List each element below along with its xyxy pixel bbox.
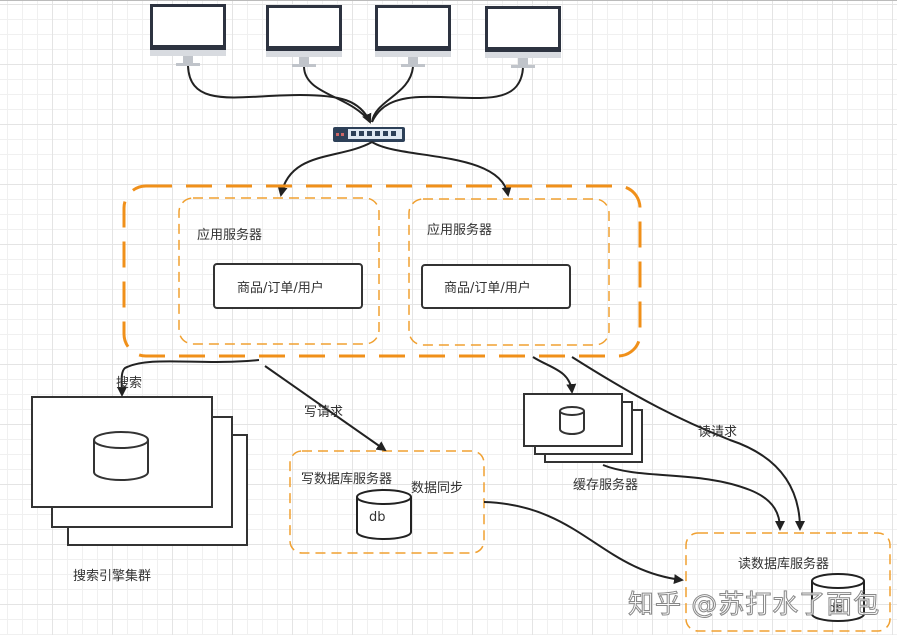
search-db-icon [93,431,149,481]
client-monitor-icon [150,4,226,66]
request-edges [116,356,805,584]
app-module-2-label: 商品/订单/用户 [444,281,531,296]
write-edge-label: 写请求 [304,405,344,420]
cache-server-stack [523,393,643,463]
app-module-1-label: 商品/订单/用户 [237,281,324,296]
client-links [187,65,524,124]
network-switch-icon [333,127,405,142]
switch-links [277,141,512,197]
read-db-server [685,532,891,632]
write-db-label: db [369,510,386,525]
top-border [0,0,897,1]
app-server-1-title: 应用服务器 [197,228,263,243]
read-db-title: 读数据库服务器 [738,557,830,572]
cache-server-label: 缓存服务器 [573,478,639,493]
app-cluster-boundary [122,184,642,358]
app-server-1 [178,197,380,345]
app-server-2 [408,198,610,346]
write-db-title: 写数据库服务器 [301,472,393,487]
read-db-label: db [828,601,844,615]
search-cluster-label: 搜索引擎集群 [73,569,152,584]
app-module-box-2 [421,264,571,309]
client-monitor-icon [485,6,561,68]
client-monitor-icon [266,5,342,67]
app-server-2-title: 应用服务器 [427,223,493,238]
sync-edge-label: 数据同步 [411,481,464,496]
search-edge-label: 搜索 [116,376,143,391]
read-db-icon [811,573,865,622]
app-module-box-1 [213,263,363,309]
write-db-icon [356,489,412,540]
cache-db-icon [559,406,585,435]
read-edge-label: 读请求 [698,425,738,440]
client-monitor-icon [375,5,451,67]
watermark: 知乎 @苏打水了面包 [627,590,881,621]
